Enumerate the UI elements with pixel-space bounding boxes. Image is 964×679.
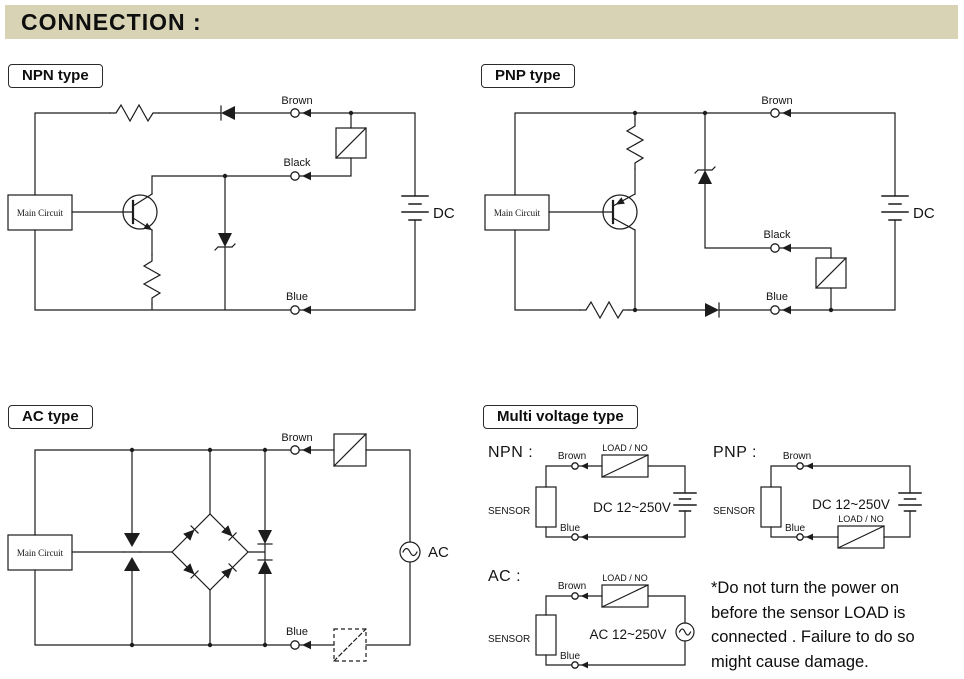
npn-type-label: NPN type (8, 64, 103, 88)
wire-network (34, 103, 416, 311)
dc-supply-label: DC (913, 205, 935, 222)
protection-diode-icon (705, 302, 720, 318)
ac-source-icon (399, 541, 421, 563)
page-header: CONNECTION : (5, 5, 958, 39)
sensor-box (535, 614, 557, 656)
blue-wire-label: Blue (785, 523, 805, 534)
main-circuit-label: Main Circuit (17, 208, 64, 218)
main-circuit-label: Main Circuit (494, 208, 541, 218)
sensor-box (760, 486, 782, 528)
main-circuit-box: Main Circuit (484, 194, 550, 231)
protection-diode-icon (220, 105, 235, 121)
warning-line-1: *Do not turn the power on (711, 579, 900, 597)
sensor-label: SENSOR (713, 506, 755, 517)
multi-pnp-heading: PNP : (713, 444, 757, 461)
multi-ac-circuit: AC : SENSOR LOAD / NO AC 12~250V (488, 568, 695, 669)
pnp-transistor-icon (602, 194, 638, 230)
warning-note: *Do not turn the power on before the sen… (711, 576, 964, 674)
emitter-resistor-icon (142, 254, 162, 305)
voltage-range-label: AC 12~250V (590, 627, 667, 642)
series-resistor-icon (109, 103, 160, 123)
bottom-resistor-icon (579, 300, 630, 320)
warning-line-2: before the sensor LOAD is (711, 603, 906, 622)
wire-network (34, 447, 411, 648)
pnp-circuit-diagram: Main Circuit DC Brown Black Blue (484, 95, 935, 320)
black-wire-label: Black (284, 157, 311, 169)
main-circuit-label: Main Circuit (17, 548, 64, 558)
brown-wire-label: Brown (558, 581, 586, 592)
surge-zener-icons (257, 530, 273, 574)
brown-terminal (571, 592, 588, 600)
dc-battery-icon (881, 195, 909, 221)
dc-battery-icon (898, 492, 922, 512)
brown-wire-label: Brown (783, 451, 811, 462)
multi-npn-heading: NPN : (488, 444, 533, 461)
dc-supply-label: DC (433, 205, 455, 222)
sensor-label: SENSOR (488, 506, 530, 517)
multi-pnp-circuit: PNP : SENSOR LOAD / NO DC 12~250V (713, 444, 922, 549)
load-box-icon (601, 454, 649, 478)
ac-type-label: AC type (8, 405, 93, 429)
blue-wire-label: Blue (286, 626, 308, 638)
sensor-box (535, 486, 557, 528)
voltage-range-label: DC 12~250V (812, 497, 890, 512)
blue-wire-label: Blue (560, 651, 580, 662)
blue-terminal (770, 305, 791, 315)
load-box-icon (333, 433, 367, 467)
dc-battery-icon (401, 195, 429, 221)
sensor-label: SENSOR (488, 634, 530, 645)
page-title: CONNECTION : (21, 8, 202, 35)
main-circuit-box: Main Circuit (7, 534, 73, 571)
multi-npn-circuit: NPN : SENSOR LOAD / NO DC 12~250V (488, 443, 697, 541)
blue-wire-label: Blue (560, 523, 580, 534)
blue-terminal (571, 661, 588, 669)
npn-transistor-icon (122, 194, 158, 230)
bridge-rectifier-icon (171, 513, 249, 591)
dc-battery-icon (673, 492, 697, 512)
multi-ac-heading: AC : (488, 568, 521, 585)
voltage-range-label: DC 12~250V (593, 500, 671, 515)
ac-source-icon (675, 622, 695, 642)
warning-line-4: might cause damage. (711, 652, 869, 671)
blue-terminal (571, 533, 588, 541)
zener-diode-icon (694, 166, 716, 184)
black-terminal (290, 171, 311, 181)
wire-network (514, 110, 896, 320)
multi-voltage-diagrams: NPN : SENSOR LOAD / NO DC 12~250V (488, 443, 922, 669)
ac-supply-label: AC (428, 544, 449, 561)
multi-voltage-type-label: Multi voltage type (483, 405, 638, 429)
black-wire-label: Black (764, 229, 791, 241)
brown-terminal (770, 108, 791, 118)
triac-icon (123, 533, 141, 571)
brown-wire-label: Brown (761, 95, 792, 107)
brown-wire-label: Brown (281, 432, 312, 444)
blue-wire-label: Blue (286, 291, 308, 303)
load-no-label: LOAD / NO (602, 443, 648, 453)
blue-wire-label: Blue (766, 291, 788, 303)
brown-terminal (290, 108, 311, 118)
load-box-icon (601, 584, 649, 608)
brown-terminal (290, 445, 311, 455)
load-no-label: LOAD / NO (602, 573, 648, 583)
main-circuit-box: Main Circuit (7, 194, 73, 231)
brown-terminal (796, 462, 813, 470)
load-box-icon (837, 525, 885, 549)
load-box-icon (335, 127, 367, 159)
brown-terminal (571, 462, 588, 470)
brown-wire-label: Brown (281, 95, 312, 107)
black-terminal (770, 243, 791, 253)
npn-circuit-diagram: Main Circuit DC Brown Black Blue (7, 95, 455, 315)
brown-wire-label: Brown (558, 451, 586, 462)
blue-terminal (796, 533, 813, 541)
blue-terminal (290, 305, 311, 315)
pnp-type-label: PNP type (481, 64, 575, 88)
load-box-icon (815, 257, 847, 289)
blue-terminal (290, 640, 311, 650)
warning-line-3: connected . Failure to do so (711, 628, 915, 646)
optional-load-box-icon (333, 628, 367, 662)
load-no-label: LOAD / NO (838, 514, 884, 524)
zener-diode-icon (214, 233, 236, 251)
collector-resistor-icon (625, 119, 645, 170)
ac-circuit-diagram: Main Circuit AC Brown Blue (7, 432, 449, 662)
